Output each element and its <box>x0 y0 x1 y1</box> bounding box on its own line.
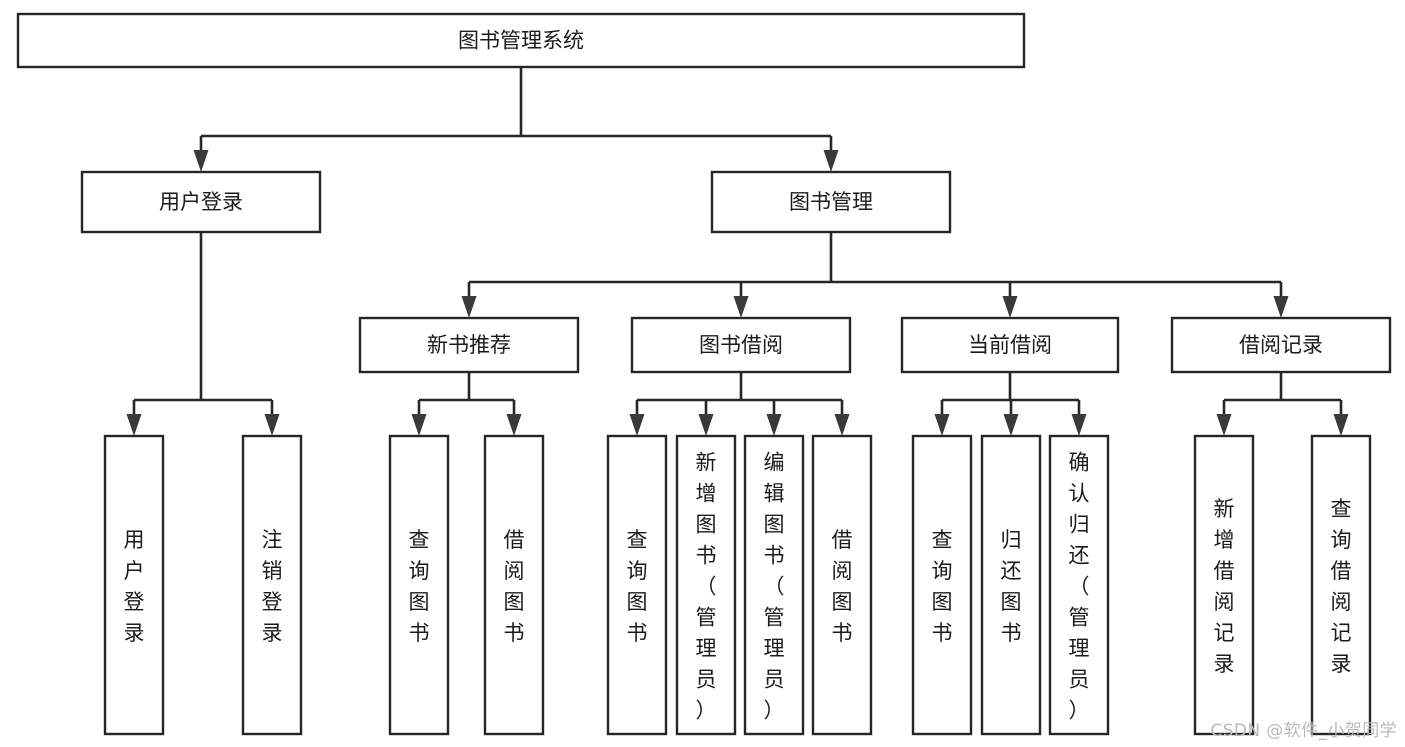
node-box[interactable] <box>1048 434 1110 736</box>
node-current-borrow[interactable]: 当前借阅 <box>900 316 1120 374</box>
node-box[interactable] <box>16 12 1026 69</box>
node-label: 查询图书 <box>932 528 953 645</box>
node-leaf-query-record[interactable]: 查询借阅记录 <box>1310 434 1372 736</box>
node-label: 借阅图书 <box>504 528 525 645</box>
node-label: 注销登录 <box>262 528 283 645</box>
node-box[interactable] <box>675 434 737 736</box>
arrow-head-icon <box>733 296 749 318</box>
node-box[interactable] <box>483 434 545 736</box>
arrow-head-icon <box>461 296 477 318</box>
arrow-head-icon <box>1333 414 1349 436</box>
node-box[interactable] <box>358 316 580 374</box>
node-label: 当前借阅 <box>968 333 1052 357</box>
arrow-head-icon <box>126 414 142 436</box>
node-box[interactable] <box>710 170 952 234</box>
arrow-head-icon <box>698 414 714 436</box>
node-leaf-query-book-3[interactable]: 查询图书 <box>911 434 973 736</box>
node-leaf-query-book-2[interactable]: 查询图书 <box>606 434 668 736</box>
arrow-head-icon <box>1003 414 1019 436</box>
node-label: 图书管理 <box>789 190 873 214</box>
node-label: 新增图书（管理员） <box>696 451 717 723</box>
arrow-head-icon <box>193 150 209 172</box>
node-label: 用户登录 <box>159 190 243 214</box>
node-box[interactable] <box>980 434 1042 736</box>
node-leaf-return-book[interactable]: 归还图书 <box>980 434 1042 736</box>
arrow-head-icon <box>834 414 850 436</box>
arrow-head-icon <box>411 414 427 436</box>
node-label: 归还图书 <box>1001 528 1022 645</box>
node-box[interactable] <box>80 170 322 234</box>
node-leaf-confirm-return[interactable]: 确认归还（管理员） <box>1048 434 1110 736</box>
arrow-head-icon <box>823 150 839 172</box>
node-box[interactable] <box>630 316 852 374</box>
node-root[interactable]: 图书管理系统 <box>16 12 1026 69</box>
node-leaf-borrow-book-2[interactable]: 借阅图书 <box>811 434 873 736</box>
watermark-text: CSDN @软件_小贺同学 <box>1210 721 1397 741</box>
node-box[interactable] <box>1170 316 1392 374</box>
node-label: 新书推荐 <box>427 333 511 357</box>
node-leaf-edit-book[interactable]: 编辑图书（管理员） <box>743 434 805 736</box>
node-box[interactable] <box>1193 434 1255 736</box>
node-user-login[interactable]: 用户登录 <box>80 170 322 234</box>
node-box[interactable] <box>1310 434 1372 736</box>
node-label: 借阅图书 <box>832 528 853 645</box>
node-label: 查询图书 <box>627 528 648 645</box>
node-label: 编辑图书（管理员） <box>764 451 785 723</box>
node-leaf-user-login[interactable]: 用户登录 <box>103 434 165 736</box>
arrow-head-icon <box>934 414 950 436</box>
node-leaf-add-book[interactable]: 新增图书（管理员） <box>675 434 737 736</box>
arrow-head-icon <box>506 414 522 436</box>
node-box[interactable] <box>388 434 450 736</box>
node-box[interactable] <box>911 434 973 736</box>
node-box[interactable] <box>900 316 1120 374</box>
node-label: 新增借阅记录 <box>1214 497 1235 676</box>
arrow-head-icon <box>1071 414 1087 436</box>
arrow-head-icon <box>264 414 280 436</box>
node-label: 图书借阅 <box>699 333 783 357</box>
node-label: 借阅记录 <box>1239 333 1323 357</box>
node-book-borrow[interactable]: 图书借阅 <box>630 316 852 374</box>
node-label: 确认归还（管理员） <box>1069 451 1090 723</box>
node-leaf-query-book-1[interactable]: 查询图书 <box>388 434 450 736</box>
node-label: 图书管理系统 <box>458 29 584 53</box>
node-box[interactable] <box>606 434 668 736</box>
node-leaf-logout[interactable]: 注销登录 <box>241 434 303 736</box>
node-borrow-record[interactable]: 借阅记录 <box>1170 316 1392 374</box>
arrow-head-icon <box>1002 296 1018 318</box>
nodes-layer: 图书管理系统用户登录图书管理新书推荐图书借阅当前借阅借阅记录用户登录注销登录查询… <box>16 12 1392 736</box>
node-leaf-add-record[interactable]: 新增借阅记录 <box>1193 434 1255 736</box>
node-label: 查询借阅记录 <box>1331 497 1352 676</box>
node-leaf-borrow-book-1[interactable]: 借阅图书 <box>483 434 545 736</box>
node-book-manage[interactable]: 图书管理 <box>710 170 952 234</box>
arrow-head-icon <box>629 414 645 436</box>
arrow-head-icon <box>1216 414 1232 436</box>
connectors-layer <box>126 67 1349 436</box>
node-box[interactable] <box>743 434 805 736</box>
node-new-book-recommend[interactable]: 新书推荐 <box>358 316 580 374</box>
node-box[interactable] <box>103 434 165 736</box>
node-label: 用户登录 <box>124 528 145 645</box>
arrow-head-icon <box>1273 296 1289 318</box>
node-box[interactable] <box>811 434 873 736</box>
arrow-head-icon <box>766 414 782 436</box>
node-label: 查询图书 <box>409 528 430 645</box>
node-box[interactable] <box>241 434 303 736</box>
